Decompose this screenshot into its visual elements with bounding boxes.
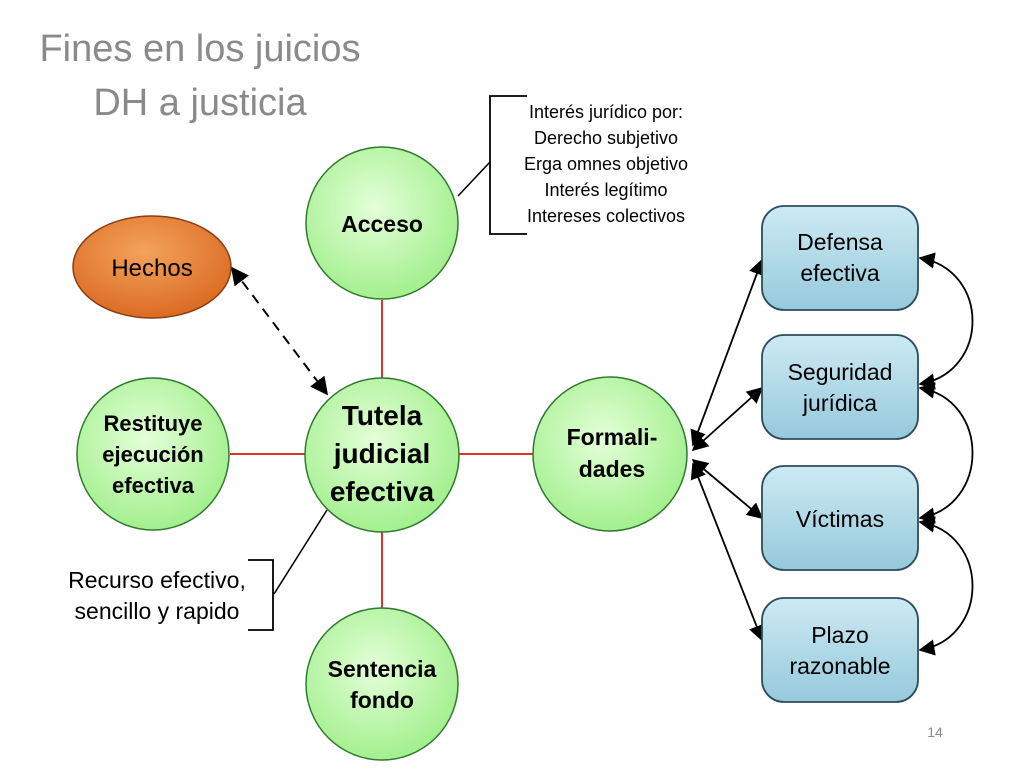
annotation-recurso-line-1: Recurso efectivo, — [68, 567, 246, 593]
line-acceso-interes — [457, 161, 491, 197]
line-tutela-recurso — [273, 509, 328, 595]
node-sentencia-line-2: fondo — [350, 687, 414, 713]
node-hechos: Hechos — [72, 215, 232, 319]
box-seguridad-line-2: jurídica — [802, 390, 877, 416]
dashed-arrow-hechos-tutela — [230, 266, 329, 396]
node-sentencia-line-1: Sentencia — [328, 656, 437, 682]
node-restituye-line-1: Restituye — [103, 411, 202, 436]
node-sentencia: Sentencia fondo — [305, 607, 459, 761]
box-defensa-line-1: Defensa — [797, 229, 883, 255]
curve-seguridad-victimas — [918, 382, 974, 524]
annotation-interes-line-2: Derecho subjetivo — [534, 128, 678, 148]
arrow-to-seguridad — [691, 386, 764, 452]
node-hechos-label: Hechos — [111, 255, 192, 282]
annotation-recurso: Recurso efectivo, sencillo y rapido — [68, 567, 246, 624]
arrow-to-plazo — [690, 462, 765, 642]
formalidades-arrows — [690, 258, 765, 642]
bracket-interes — [489, 95, 527, 235]
bracket-recurso — [248, 559, 274, 631]
box-plazo: Plazo razonable — [761, 597, 919, 703]
spoke-lines — [230, 300, 533, 608]
node-tutela-line-3: efectiva — [330, 476, 435, 507]
curve-victimas-plazo — [918, 516, 974, 656]
node-restituye: Restituye ejecución efectiva — [76, 377, 230, 531]
box-seguridad-line-1: Seguridad — [788, 359, 893, 385]
annotation-interes-line-5: Intereses colectivos — [527, 206, 685, 226]
node-formalidades-line-2: dades — [579, 456, 645, 482]
annotation-recurso-line-2: sencillo y rapido — [75, 598, 240, 624]
curved-arrows — [918, 252, 974, 656]
node-restituye-line-2: ejecución — [102, 442, 203, 467]
slide-title: Fines en los juicios DH a justicia — [20, 22, 380, 130]
annotation-interes: Interés jurídico por: Derecho subjetivo … — [524, 102, 688, 226]
node-tutela-line-2: judicial — [333, 438, 430, 469]
box-plazo-line-2: razonable — [789, 653, 890, 679]
annotation-interes-line-1: Interés jurídico por: — [529, 102, 683, 122]
box-victimas: Víctimas — [761, 465, 919, 571]
curve-defensa-seguridad — [918, 252, 974, 390]
annotation-interes-line-3: Erga omnes objetivo — [524, 154, 688, 174]
box-victimas-label: Víctimas — [796, 506, 884, 532]
node-formalidades: Formali- dades — [532, 376, 688, 532]
slide-title-line-2: DH a justicia — [93, 82, 307, 124]
node-acceso-label: Acceso — [341, 211, 423, 237]
node-tutela-line-1: Tutela — [342, 400, 423, 431]
box-plazo-line-1: Plazo — [811, 622, 869, 648]
node-formalidades-line-1: Formali- — [567, 424, 658, 450]
node-tutela: Tutela judicial efectiva — [304, 377, 460, 533]
annotation-interes-line-4: Interés legítimo — [544, 180, 667, 200]
node-acceso: Acceso — [305, 146, 459, 300]
box-defensa-line-2: efectiva — [800, 260, 879, 286]
arrow-to-defensa — [690, 258, 765, 447]
node-restituye-line-3: efectiva — [112, 473, 195, 498]
slide-title-line-1: Fines en los juicios — [39, 28, 361, 70]
page-number: 14 — [927, 724, 943, 740]
box-seguridad: Seguridad jurídica — [761, 334, 919, 440]
box-defensa: Defensa efectiva — [761, 205, 919, 311]
